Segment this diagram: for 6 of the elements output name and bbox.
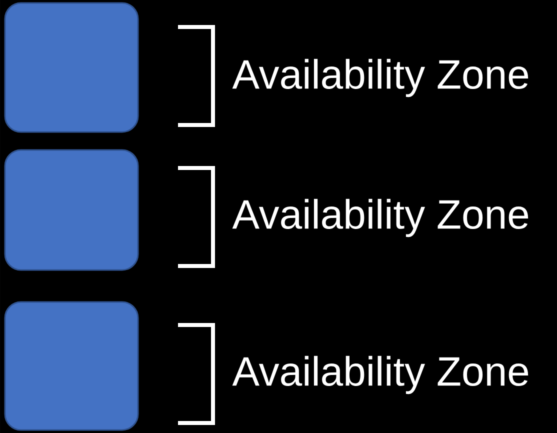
rounded-square [4, 301, 139, 431]
rounded-square [4, 2, 139, 133]
zone-label: Availability Zone [232, 58, 528, 98]
zone-label: Availability Zone [232, 198, 528, 238]
rounded-square [4, 149, 139, 271]
zone-label: Availability Zone [232, 356, 528, 394]
